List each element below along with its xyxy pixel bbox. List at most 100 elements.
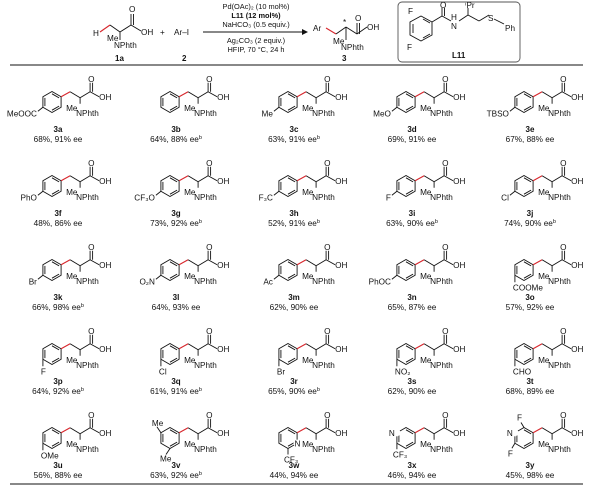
footnote-mark: b — [199, 387, 202, 393]
carbonyl-o: O — [206, 243, 212, 252]
methyl: Me — [538, 440, 550, 449]
carbonyl-o: O — [560, 159, 566, 168]
condition-oxidant: Ag₂CO₃ (2 equiv.) — [227, 36, 285, 45]
benzene-ring — [160, 426, 180, 450]
carbonyl-o: O — [442, 159, 448, 168]
hydroxyl: OH — [453, 345, 465, 354]
condition-ligand: L11 (12 mol%) — [231, 11, 281, 20]
compound-label: 3e — [526, 125, 535, 134]
substituent: F — [41, 367, 46, 376]
yield-ee: 62%, 90% ee — [270, 303, 319, 312]
methyl: Me — [420, 188, 432, 197]
aryl-iodide-label: 2 — [182, 54, 187, 63]
bottom-rule — [10, 483, 583, 485]
hydroxyl: OH — [335, 93, 347, 102]
compound-label: 3y — [526, 461, 535, 470]
nphth: NPhth — [548, 277, 571, 286]
nphth: NPhth — [312, 277, 335, 286]
nphth: NPhth — [312, 361, 335, 370]
compound-label: 3a — [54, 125, 63, 134]
benzene-ring — [514, 258, 534, 282]
hydroxyl: OH — [571, 345, 583, 354]
ligand-nh-h: H — [451, 13, 457, 22]
hydroxyl: OH — [571, 261, 583, 270]
footnote-mark: b — [553, 219, 556, 225]
carbonyl-o: O — [88, 411, 94, 420]
yield-ee: 45%, 98% ee — [506, 471, 555, 480]
substituent-f-1: F — [517, 414, 522, 423]
benzene-ring — [396, 90, 416, 114]
yield-ee: 65%, 87% ee — [388, 303, 437, 312]
methyl: Me — [302, 356, 314, 365]
substituent: Cl — [159, 367, 167, 376]
substituent: MeO — [373, 109, 391, 118]
hydroxyl: OH — [217, 345, 229, 354]
hydroxyl: OH — [453, 429, 465, 438]
carbonyl-o: O — [206, 159, 212, 168]
compound-label: 3u — [53, 461, 62, 470]
carbonyl-o: O — [88, 243, 94, 252]
hydroxyl: OH — [453, 93, 465, 102]
nphth: NPhth — [194, 445, 217, 454]
yield-ee: 65%, 90% eeb — [268, 387, 320, 396]
benzene-ring — [278, 174, 298, 198]
substituent: NO₂ — [395, 367, 410, 376]
substituent: OMe — [41, 451, 59, 460]
hydroxyl: OH — [217, 93, 229, 102]
methyl: Me — [420, 272, 432, 281]
benzene-ring — [160, 342, 180, 366]
hydroxyl: OH — [217, 177, 229, 186]
benzene-ring — [278, 258, 298, 282]
nphth: NPhth — [430, 109, 453, 118]
methyl: Me — [184, 272, 196, 281]
ligand-label: L11 — [452, 51, 466, 60]
substrate-me: Me — [107, 34, 119, 43]
carbonyl-o: O — [560, 75, 566, 84]
ligand-nh-n: N — [451, 22, 457, 31]
substituent: O₂N — [139, 277, 155, 286]
carbonyl-o: O — [442, 327, 448, 336]
product-stereocenter: * — [343, 18, 347, 27]
substituent: CF₃O — [134, 193, 155, 202]
carbonyl-o: O — [560, 327, 566, 336]
hydroxyl: OH — [335, 261, 347, 270]
yield-ee: 56%, 88% ee — [34, 471, 83, 480]
product-me: Me — [333, 37, 345, 46]
yield-ee: 63%, 90% eeb — [386, 219, 438, 228]
compound-label: 3p — [53, 377, 62, 386]
reaction-scheme: H O OH Me NPhth 1a + Ar–I 2 Pd(OAc)₂ (10… — [10, 1, 583, 66]
compound-label: 3v — [172, 461, 181, 470]
carbonyl-o: O — [560, 411, 566, 420]
hydroxyl: OH — [335, 429, 347, 438]
nphth: NPhth — [194, 193, 217, 202]
substituent: Cl — [501, 193, 509, 202]
carbonyl-o: O — [324, 75, 330, 84]
compound-label: 3i — [409, 209, 416, 218]
footnote-mark: b — [435, 219, 438, 225]
footnote-mark: b — [199, 219, 202, 225]
methyl: Me — [184, 104, 196, 113]
footnote-mark: b — [317, 219, 320, 225]
methyl: Me — [420, 440, 432, 449]
hydroxyl: OH — [99, 93, 111, 102]
yield-ee: 63%, 91% eeb — [268, 135, 320, 144]
compound-label: 3l — [173, 293, 180, 302]
yield-ee: 69%, 91% ee — [388, 135, 437, 144]
methyl: Me — [538, 272, 550, 281]
yield-ee: 44%, 94% ee — [270, 471, 319, 480]
compound-label: 3x — [408, 461, 417, 470]
yield-ee: 68%, 91% ee — [34, 135, 83, 144]
benzene-ring — [160, 258, 180, 282]
substrate-h: H — [93, 29, 99, 38]
compound-label: 3b — [171, 125, 180, 134]
substituent-me-2: Me — [160, 455, 172, 464]
